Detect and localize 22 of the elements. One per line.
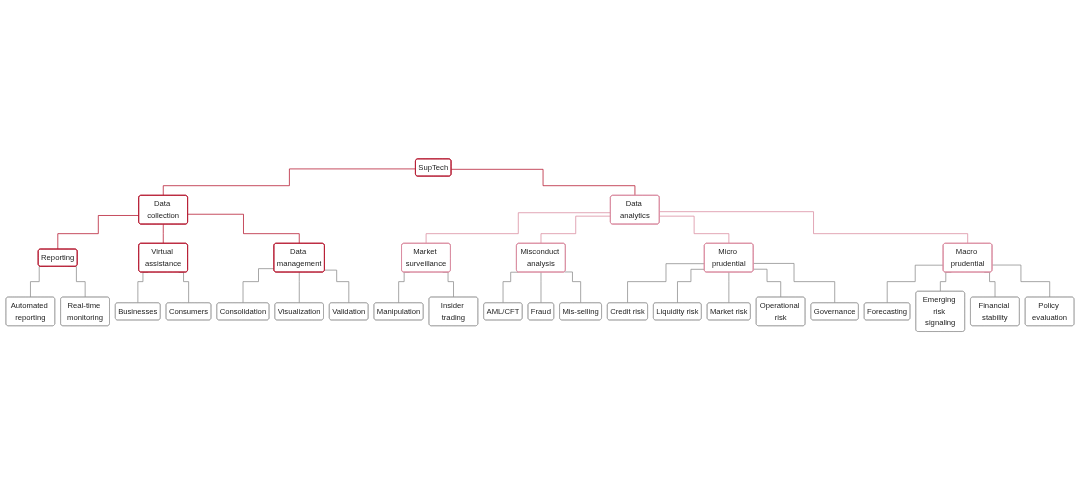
connector bbox=[540, 271, 542, 304]
connector bbox=[450, 168, 636, 196]
connector bbox=[187, 213, 300, 244]
connector bbox=[627, 263, 705, 304]
connector bbox=[991, 264, 1051, 298]
connector bbox=[502, 271, 519, 304]
connector bbox=[659, 215, 730, 244]
connector bbox=[298, 271, 300, 304]
connector bbox=[242, 268, 275, 304]
connector bbox=[57, 214, 140, 250]
connector bbox=[886, 264, 944, 304]
connector bbox=[425, 212, 611, 244]
connector bbox=[564, 271, 582, 304]
connector bbox=[677, 268, 705, 304]
connector bbox=[540, 215, 611, 244]
connector bbox=[753, 262, 836, 304]
connector bbox=[753, 268, 782, 298]
connector bbox=[659, 211, 969, 244]
connector bbox=[162, 168, 417, 196]
connector bbox=[728, 271, 730, 304]
connector bbox=[324, 269, 350, 304]
connector bbox=[162, 223, 164, 244]
